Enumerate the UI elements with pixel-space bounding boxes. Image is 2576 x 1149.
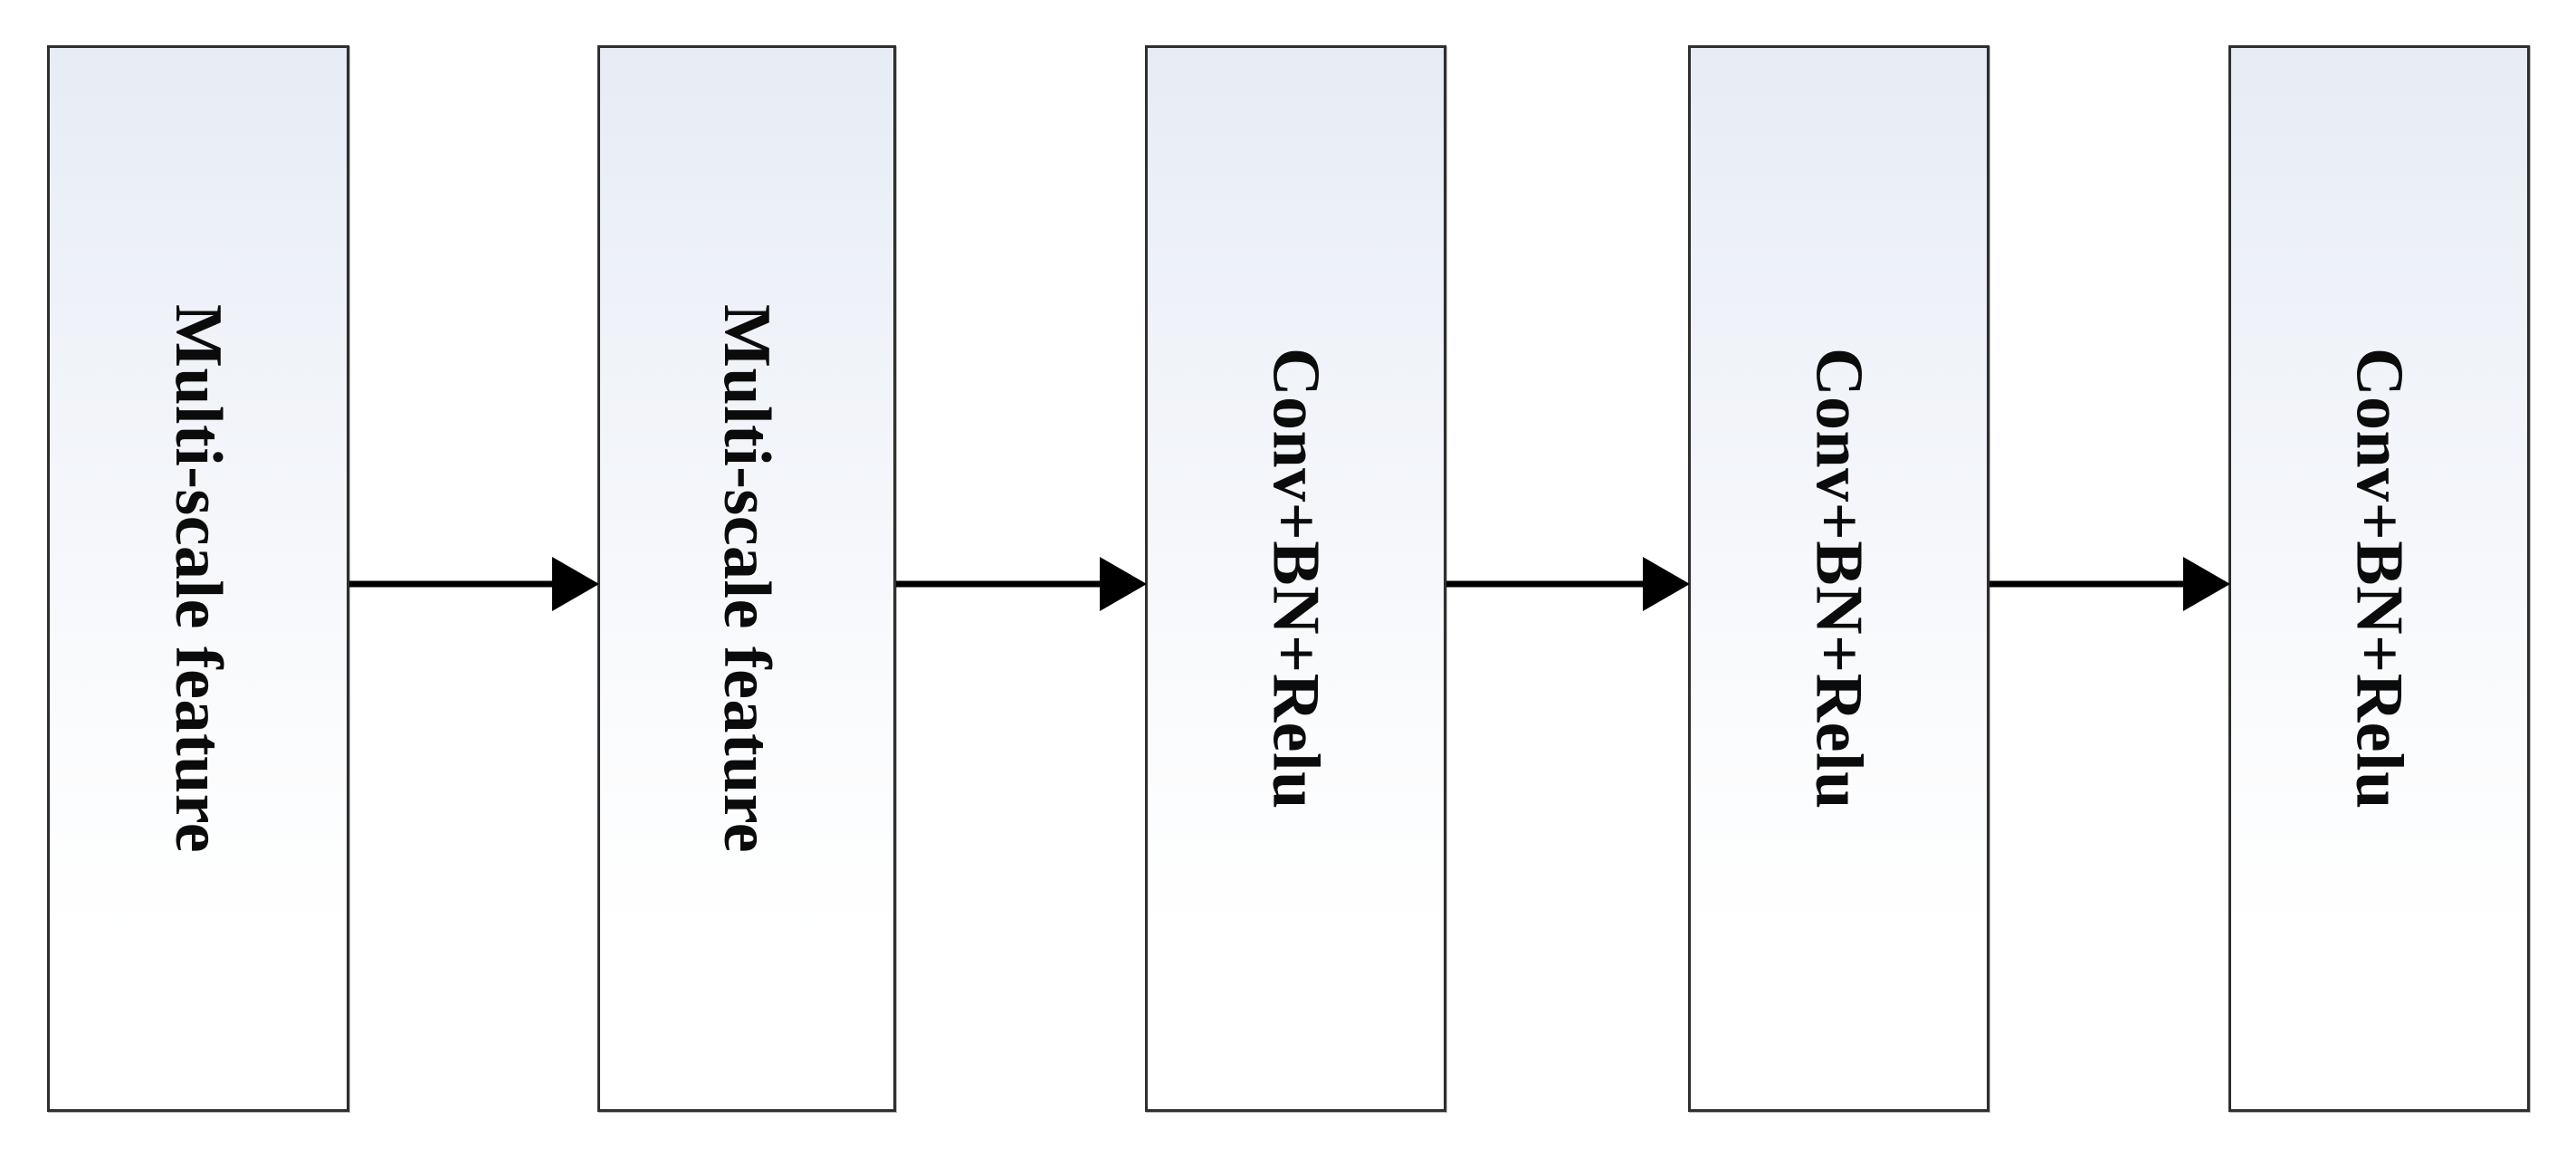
arrow-right-icon-1 [349,555,599,613]
block-conv-bn-relu-2[interactable]: Conv+BN+Relu [1688,45,1989,1112]
block-label: Multi-scale feature [710,303,784,854]
block-conv-bn-relu-1[interactable]: Conv+BN+Relu [1145,45,1446,1112]
block-label: Conv+BN+Relu [1258,348,1333,809]
block-conv-bn-relu-3[interactable]: Conv+BN+Relu [2228,45,2530,1112]
block-multi-scale-feature-1[interactable]: Multi-scale feature [47,45,349,1112]
block-label: Conv+BN+Relu [2342,348,2417,809]
arrow-right-icon-3 [1446,555,1690,613]
block-multi-scale-feature-2[interactable]: Multi-scale feature [597,45,896,1112]
block-label: Multi-scale feature [161,303,235,854]
arrow-right-icon-2 [896,555,1147,613]
arrow-right-icon-4 [1989,555,2230,613]
block-label: Conv+BN+Relu [1801,348,1876,809]
